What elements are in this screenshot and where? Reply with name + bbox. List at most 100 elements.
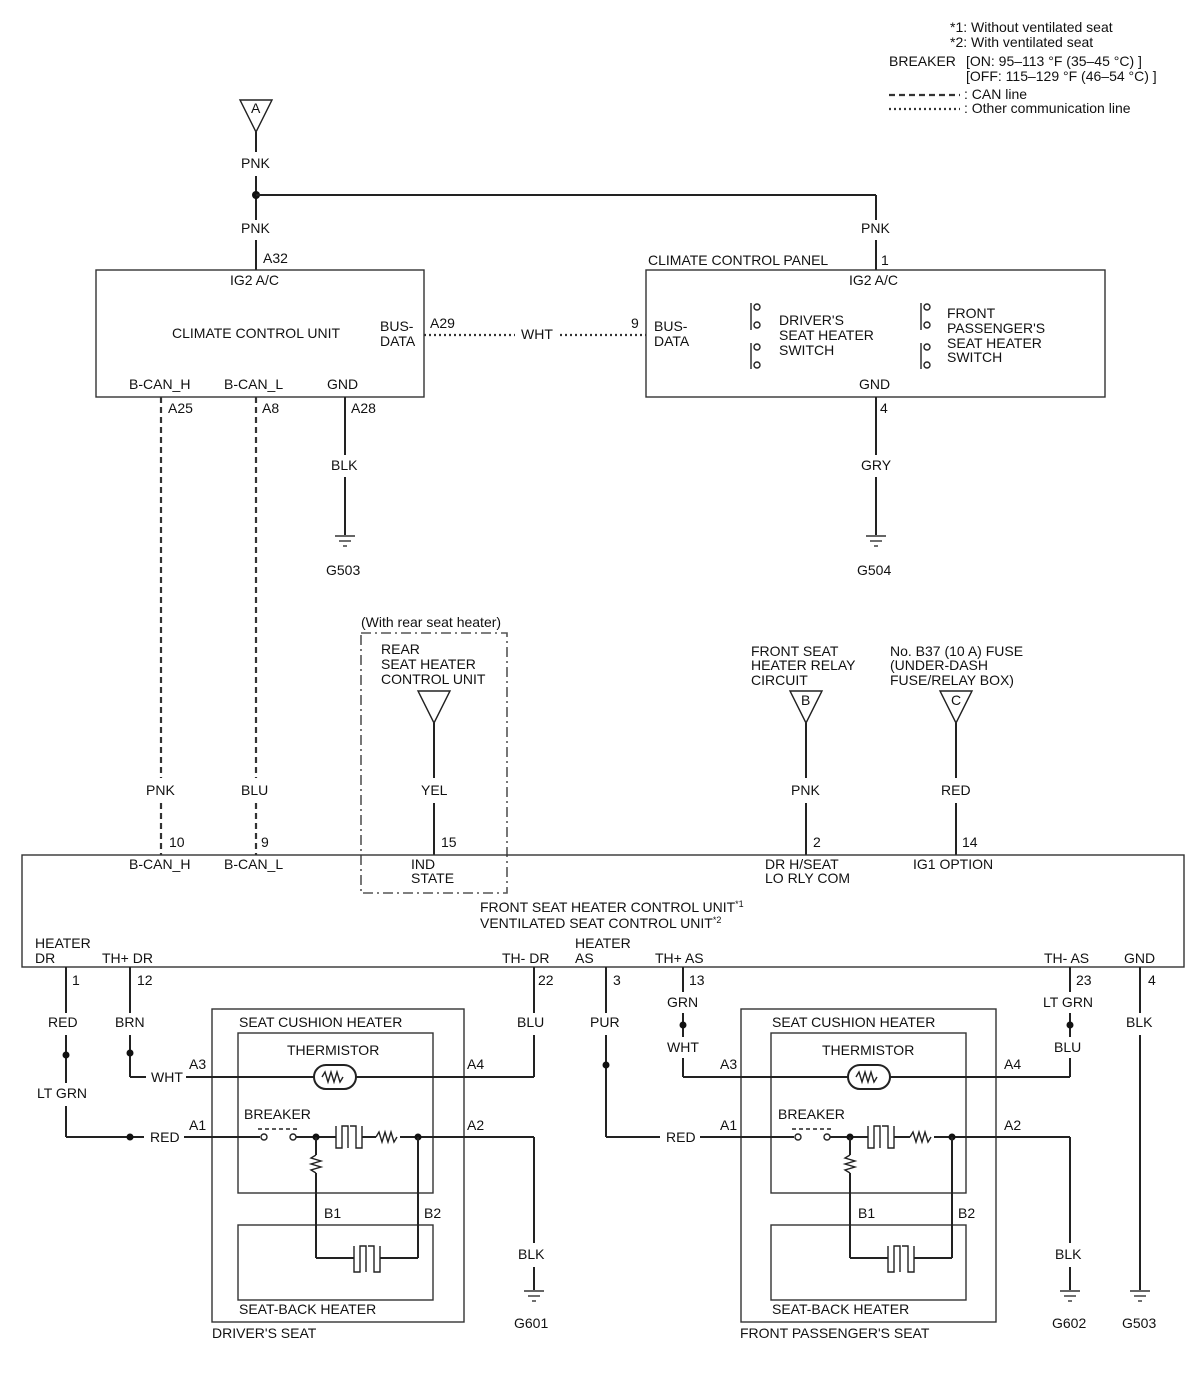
passenger-pin-a4: A4 [1004,1056,1021,1072]
passenger-pin-b2: B2 [958,1205,975,1221]
passenger-seat-box [740,1008,997,1323]
ccu-bus-label-1: BUS- [380,318,414,334]
rear-seat-heater-group: (With rear seat heater) REAR SEAT HEATER… [360,614,508,894]
ccp-driver-switch-1: DRIVER'S [779,312,844,328]
main-pin-ig1: 14 [962,834,978,850]
main-pin-bcanh: 10 [169,834,185,850]
main-unit-box [21,854,1185,968]
main-unit-name-1: FRONT SEAT HEATER CONTROL UNIT*1 [480,899,744,915]
ccu-gnd-wire: BLK [331,457,358,473]
driver-pin-b1: B1 [324,1205,341,1221]
main-label-bcanh: B-CAN_H [129,856,190,872]
connector-b-id: B [801,692,810,708]
ccp-ig2-pin: 1 [881,252,889,268]
ccp-bus-label-2: DATA [654,333,690,349]
bus-data-line: WHT [424,326,646,342]
main-pin-bcanl: 9 [261,834,269,850]
main-label-heater-as-2: AS [575,950,594,966]
relay-name-3: CIRCUIT [751,672,808,688]
can-h-wire: PNK [146,782,175,798]
ground-symbol-main [1130,1290,1150,1302]
ccu-bus-pin: A29 [430,315,455,331]
rear-seat-name-2: SEAT HEATER [381,656,476,672]
passenger-seat: SEAT CUSHION HEATER THERMISTOR BREAKER S… [590,967,1093,1341]
main-label-bcanl: B-CAN_L [224,856,283,872]
driver-cushion-label: SEAT CUSHION HEATER [239,1014,402,1030]
legend-breaker-label: BREAKER [889,53,956,69]
ccu-bcanl-label: B-CAN_L [224,376,283,392]
passenger-seatback-heater-element [887,1245,915,1273]
main-pin-thminus-as: 23 [1076,972,1092,988]
passenger-breaker-symbol [792,1128,832,1141]
ccu-ig2-pin: A32 [263,250,288,266]
ccp-ig2-label: IG2 A/C [849,272,898,288]
bus-data-wire: WHT [521,326,553,342]
front-seat-heater-control-unit: 10 B-CAN_H 9 B-CAN_L 15 IND STATE 2 DR H… [21,834,1185,1331]
passenger-breaker-label: BREAKER [778,1106,845,1122]
driver-thplus-wire-2: WHT [151,1069,183,1085]
passenger-pin-b1: B1 [858,1205,875,1221]
connector-b-triangle [788,690,824,725]
passenger-heater-wire-1: PUR [590,1014,620,1030]
driver-cushion-heater-element [335,1125,363,1149]
legend-breaker-on: [ON: 95–113 °F (35–45 °C) ] [966,53,1142,69]
ccp-pass-switch-3: SEAT HEATER [947,335,1042,351]
ccu-bcanh-label: B-CAN_H [129,376,190,392]
can-l-wire: BLU [241,782,268,798]
driver-heater-splice-1 [62,1051,70,1059]
passenger-thminus-wire-2: BLU [1054,1039,1081,1055]
passenger-cushion-label: SEAT CUSHION HEATER [772,1014,935,1030]
climate-control-unit-box [95,269,425,398]
main-label-ig1: IG1 OPTION [913,856,993,872]
main-pin-thplus-dr: 12 [137,972,153,988]
passenger-gnd-ground: G602 [1052,1315,1086,1331]
driver-pin-a3: A3 [189,1056,206,1072]
fuse-c: No. B37 (10 A) FUSE (UNDER-DASH FUSE/REL… [890,643,1023,855]
connector-c-triangle [938,690,974,725]
ccu-gnd-pin: A28 [351,400,376,416]
main-pin-thplus-as: 13 [689,972,705,988]
ccp-pass-switch-1: FRONT [947,305,996,321]
ground-symbol-ccu [335,535,355,547]
ccp-bus-label-1: BUS- [654,318,688,334]
relay-name-1: FRONT SEAT [751,643,839,659]
legend-breaker-off: [OFF: 115–129 °F (46–54 °C) ] [966,68,1157,84]
driver-seat: SEAT CUSHION HEATER THERMISTOR BREAKER S… [37,967,548,1341]
passenger-cushion-heater-box [770,1032,967,1194]
driver-pin-a4: A4 [467,1056,484,1072]
driver-cushion-heater-box [237,1032,434,1194]
passenger-thplus-wire-1: GRN [667,994,698,1010]
main-label-heater-dr-1: HEATER [35,935,91,951]
driver-seatback-label: SEAT-BACK HEATER [239,1301,376,1317]
passenger-cushion-heater-element [867,1125,895,1149]
driver-thplus-wire-1: BRN [115,1014,145,1030]
main-label-thminus-as: TH- AS [1044,950,1089,966]
main-label-thplus-dr: TH+ DR [102,950,153,966]
ccu-gnd-ground: G503 [326,562,360,578]
driver-pin-b2: B2 [424,1205,441,1221]
climate-control-unit: A32 IG2 A/C CLIMATE CONTROL UNIT BUS- DA… [95,250,455,578]
passenger-pin-a3: A3 [720,1056,737,1072]
ccp-pass-switch-4: SWITCH [947,349,1002,365]
driver-heater-wire-3: RED [150,1129,180,1145]
fuse-name-2: (UNDER-DASH [890,657,988,673]
passenger-gnd-wire: BLK [1055,1246,1082,1262]
main-pin-ind: 15 [441,834,457,850]
fuse-wire: RED [941,782,971,798]
driver-breaker-label: BREAKER [244,1106,311,1122]
legend-can-line: : CAN line [964,86,1027,102]
can-lines: PNK BLU [146,397,268,855]
passenger-thminus-wire-1: LT GRN [1043,994,1093,1010]
main-label-gnd: GND [1124,950,1155,966]
driver-seatback-heater-box [237,1224,434,1301]
main-label-heater-dr-2: DR [35,950,55,966]
driver-seatback-heater-element [353,1245,381,1273]
passenger-resistor-2 [842,1154,858,1174]
main-gnd-ground: G503 [1122,1315,1156,1331]
climate-control-panel: CLIMATE CONTROL PANEL 1 IG2 A/C 9 BUS- D… [631,252,1106,578]
connector-a-id: A [251,100,261,116]
passenger-seat-heater-switch-symbol [920,303,931,369]
driver-pin-a2: A2 [467,1117,484,1133]
main-pin-relay: 2 [813,834,821,850]
